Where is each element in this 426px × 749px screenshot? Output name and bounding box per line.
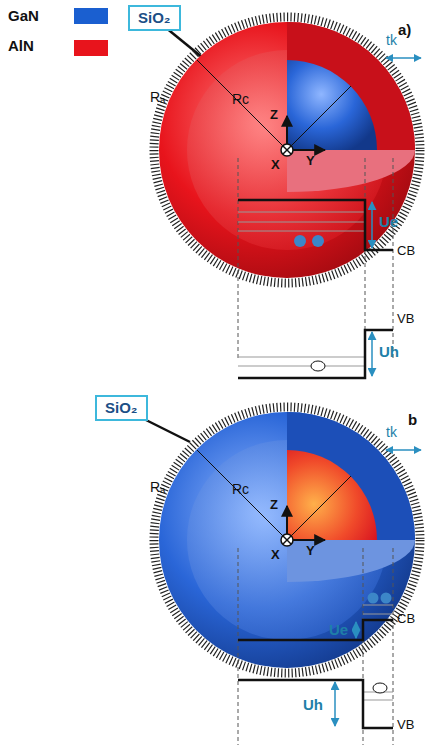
energy-label: Uh bbox=[379, 344, 399, 361]
radius-label: Rc bbox=[232, 482, 249, 497]
radius-label: Rₐ bbox=[150, 480, 165, 495]
material-box: SiO₂ bbox=[128, 5, 181, 31]
axis-label: Z bbox=[270, 498, 278, 512]
energy-label: Uh bbox=[303, 697, 323, 714]
legend-text: AlN bbox=[8, 38, 34, 55]
energy-label: Ue bbox=[329, 622, 348, 639]
radius-label: Rₐ bbox=[150, 90, 165, 105]
axis-label: X bbox=[271, 158, 280, 172]
axis-label: Y bbox=[306, 154, 315, 168]
band-label: CB bbox=[397, 612, 415, 626]
band-label: VB bbox=[397, 312, 414, 326]
energy-label: Ue bbox=[379, 214, 398, 231]
legend-text: GaN bbox=[8, 8, 39, 25]
panel-letter: a) bbox=[398, 22, 411, 39]
box-text: SiO₂ bbox=[105, 399, 138, 417]
thickness-label: tk bbox=[386, 425, 397, 440]
band-label: CB bbox=[397, 244, 415, 258]
thickness-label: tk bbox=[386, 33, 397, 48]
material-box: SiO₂ bbox=[95, 395, 148, 421]
legend-swatch bbox=[74, 40, 108, 56]
box-text: SiO₂ bbox=[138, 9, 171, 27]
band-label: VB bbox=[397, 718, 414, 732]
axis-label: Z bbox=[270, 108, 278, 122]
legend-swatch bbox=[74, 8, 108, 24]
axis-label: Y bbox=[306, 544, 315, 558]
panel-letter: b bbox=[408, 412, 417, 429]
radius-label: Rc bbox=[232, 92, 249, 107]
axis-label: X bbox=[271, 548, 280, 562]
